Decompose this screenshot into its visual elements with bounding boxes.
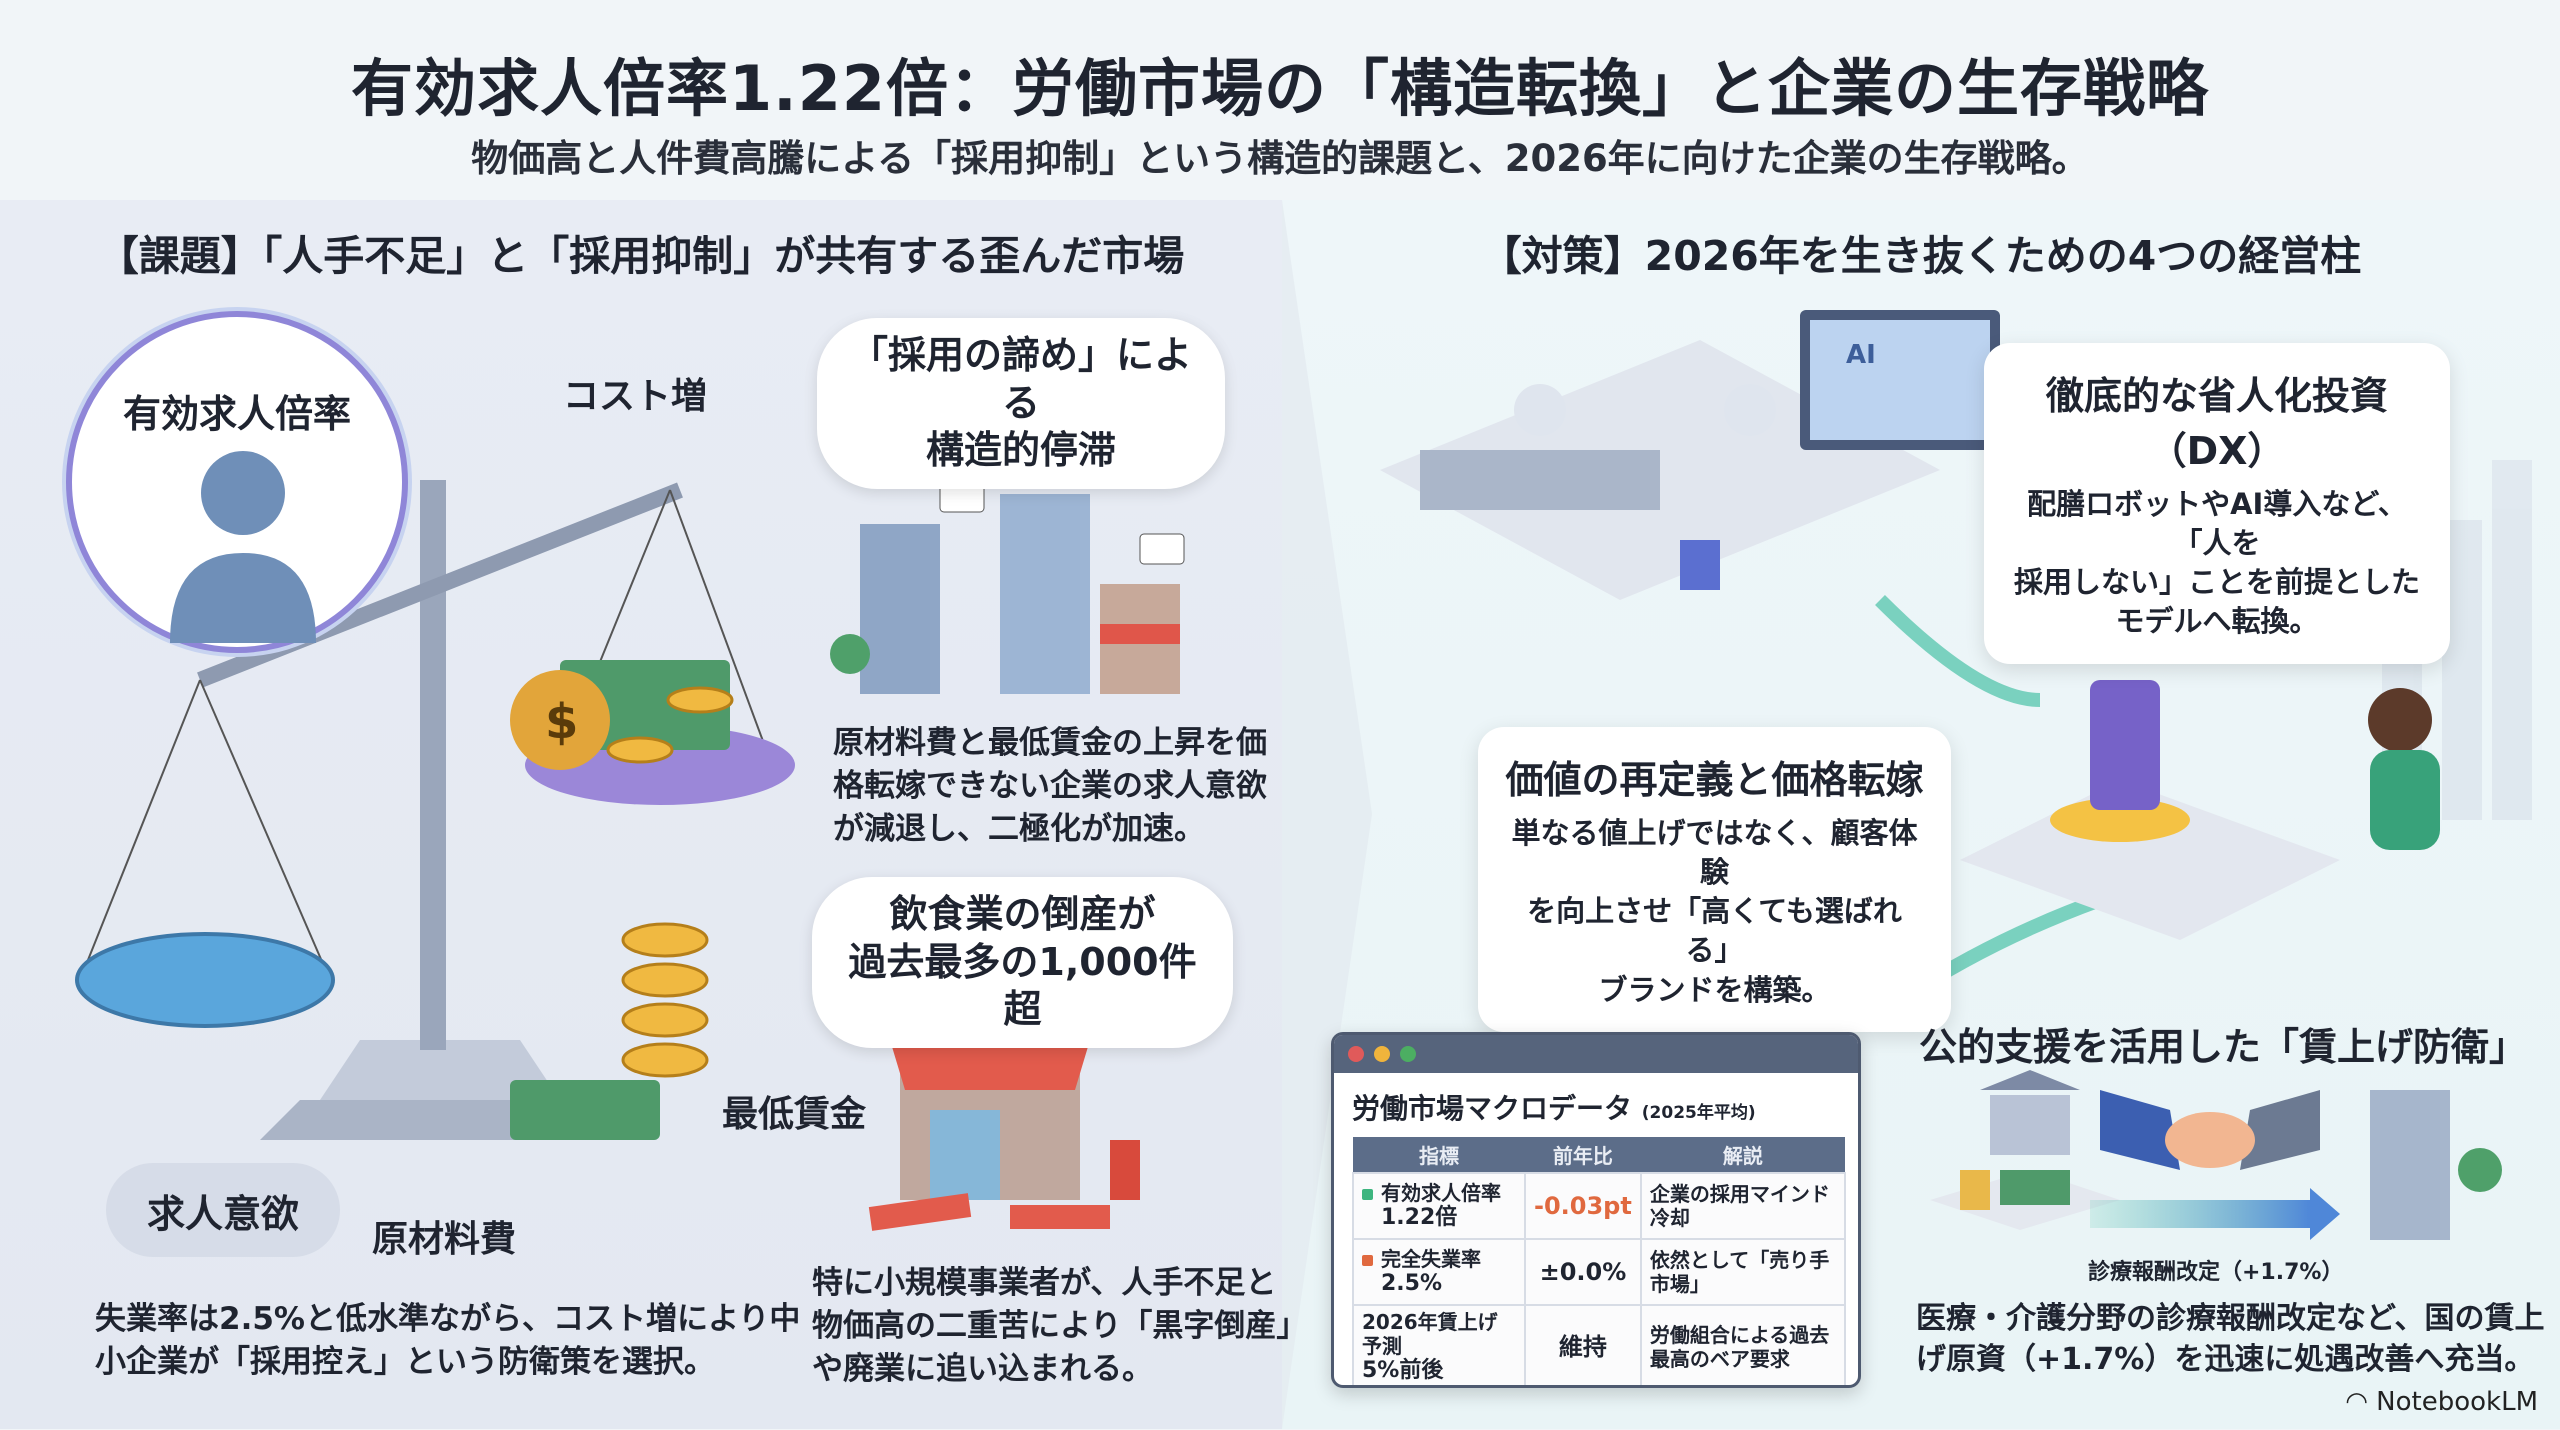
notebooklm-logo-icon: ◠ xyxy=(2345,1387,2377,1417)
column-header: 前年比 xyxy=(1525,1137,1641,1173)
job-ratio-avatar: 有効求人倍率 xyxy=(66,311,408,653)
value-pricing-card: 価値の再定義と価格転嫁 単なる値上げではなく、顧客体験を向上させ「高くても選ばれ… xyxy=(1478,727,1951,1032)
public-support-description: 医療・介護分野の診療報酬改定など、国の賃上げ原資（+1.7%）を迅速に処遇改善へ… xyxy=(1916,1298,2545,1381)
bubble-line: 過去最多の1,000件超 xyxy=(848,939,1197,1032)
text-line: 特に小規模事業者が、人手不足と xyxy=(812,1265,1277,1301)
arrow-label: 診療報酬改定（+1.7%） xyxy=(2088,1260,2344,1285)
text-line: や廃業に追い込まれる。 xyxy=(812,1350,1153,1387)
window-titlebar xyxy=(1334,1035,1858,1073)
text-line: 医療・介護分野の診療報酬改定など、国の賃上 xyxy=(1916,1301,2545,1336)
text-line: 格転嫁できない企業の求人意欲 xyxy=(833,767,1267,804)
public-support-title: 公的支援を活用した「賃上げ防衛」 xyxy=(1919,1025,2528,1069)
column-header: 解説 xyxy=(1640,1137,1845,1173)
brand-label: NotebookLM xyxy=(2376,1387,2538,1417)
closed-shop-illustration xyxy=(868,1040,1140,1231)
minimize-dot-icon xyxy=(1374,1046,1390,1062)
text-line: 採用しない」ことを前提とした xyxy=(2013,565,2420,600)
bubble-line: 「採用の諦め」による xyxy=(849,333,1192,425)
indicator-note: 企業の採用マインド冷却 xyxy=(1639,1172,1847,1240)
ai-screen-label: AI xyxy=(1846,340,1876,370)
balance-scale-illustration: $ xyxy=(75,480,795,1140)
maximize-dot-icon xyxy=(1400,1046,1416,1062)
dx-investment-card: 徹底的な省人化投資（DX） 配膳ロボットやAI導入など、「人を採用しない」ことを… xyxy=(1984,343,2450,664)
text-line: 失業率は2.5%と低水準ながら、コスト増により中 xyxy=(95,1301,801,1337)
column-header: 指標 xyxy=(1353,1137,1525,1173)
problem-heading: 【課題】「人手不足」と「採用抑制」が共有する歪んだ市場 xyxy=(97,232,1185,280)
text-line: 原材料費と最低賃金の上昇を価 xyxy=(833,725,1267,761)
public-support-illustration xyxy=(1930,1070,2502,1240)
text-line: 単なる値上げではなく、顧客体験 xyxy=(1511,816,1918,890)
indicator-note: 依然として「売り手市場」 xyxy=(1639,1238,1847,1306)
table-period: (2025年平均) xyxy=(1641,1103,1756,1123)
text-line: モデルへ転換。 xyxy=(2115,604,2319,639)
bubble-line: 構造的停滞 xyxy=(925,428,1116,472)
indicator-note: 労働組合による過去最高のベア要求 xyxy=(1639,1303,1847,1385)
text-line: 配膳ロボットやAI導入など、「人を xyxy=(2027,487,2407,561)
hiring-appetite-pill: 求人意欲 xyxy=(106,1163,340,1257)
indicator-value: 2.5% xyxy=(1381,1270,1443,1296)
avatar-label: 有効求人倍率 xyxy=(122,392,351,436)
indicator-color-icon xyxy=(1362,1188,1373,1200)
person-icon xyxy=(170,451,316,643)
yoy-change: -0.03pt xyxy=(1524,1172,1642,1240)
strategy-flow-illustration xyxy=(1380,310,2440,1020)
bubble-line: 飲食業の倒産が xyxy=(889,892,1156,936)
card-title: 価値の再定義と価格転嫁 xyxy=(1505,758,1924,802)
city-buildings-illustration xyxy=(830,481,1185,694)
indicator-name: 2026年賃上げ予測 xyxy=(1362,1310,1498,1358)
materials-label: 原材料費 xyxy=(372,1219,517,1260)
indicator-value: 1.22倍 xyxy=(1381,1204,1458,1230)
yoy-change: ±0.0% xyxy=(1524,1238,1642,1306)
yoy-change: 維持 xyxy=(1524,1303,1642,1385)
indicator-name: 完全失業率 xyxy=(1381,1246,1481,1271)
indicator-color-icon xyxy=(1362,1254,1373,1266)
svg-text:$: $ xyxy=(545,694,578,750)
notebooklm-brand: ◠ NotebookLM xyxy=(2345,1387,2538,1417)
text-line: ブランドを構築。 xyxy=(1598,972,1831,1007)
text-line: 小企業が「採用控え」という防衛策を選択。 xyxy=(95,1343,715,1380)
text-line: を向上させ「高くても選ばれる」 xyxy=(1527,894,1902,968)
strategy-heading: 【対策】2026年を生き抜くための4つの経営柱 xyxy=(1480,232,2362,280)
page-subtitle: 物価高と人件費高騰による「採用抑制」という構造的課題と、2026年に向けた企業の… xyxy=(471,137,2089,180)
bubble-hiring-stagnation: 「採用の諦め」による構造的停滞 xyxy=(817,318,1225,489)
stagnation-description: 原材料費と最低賃金の上昇を価格転嫁できない企業の求人意欲が減退し、二極化が加速。 xyxy=(833,722,1267,850)
cost-increase-label: コスト増 xyxy=(563,376,708,417)
unemployment-summary: 失業率は2.5%と低水準ながら、コスト増により中小企業が「採用控え」という防衛策… xyxy=(95,1298,800,1384)
bankruptcy-description: 特に小規模事業者が、人手不足と物価高の二重苦により「黒字倒産」や廃業に追い込まれ… xyxy=(812,1262,1307,1390)
close-dot-icon xyxy=(1348,1046,1364,1062)
bubble-restaurant-bankruptcy: 飲食業の倒産が過去最多の1,000件超 xyxy=(812,877,1233,1048)
table-title: 労働市場マクロデータ xyxy=(1352,1092,1633,1125)
text-line: げ原資（+1.7%）を迅速に処遇改善へ充当。 xyxy=(1916,1342,2535,1378)
indicator-name: 有効求人倍率 xyxy=(1381,1180,1501,1205)
card-title: 徹底的な省人化投資（DX） xyxy=(2045,374,2388,473)
indicator-value: 5%前後 xyxy=(1362,1358,1444,1383)
min-wage-label: 最低賃金 xyxy=(722,1094,867,1135)
text-line: 物価高の二重苦により「黒字倒産」 xyxy=(812,1307,1308,1344)
text-line: が減退し、二極化が加速。 xyxy=(833,810,1205,847)
page-title: 有効求人倍率1.22倍：労働市場の「構造転換」と企業の生存戦略 xyxy=(351,52,2209,125)
